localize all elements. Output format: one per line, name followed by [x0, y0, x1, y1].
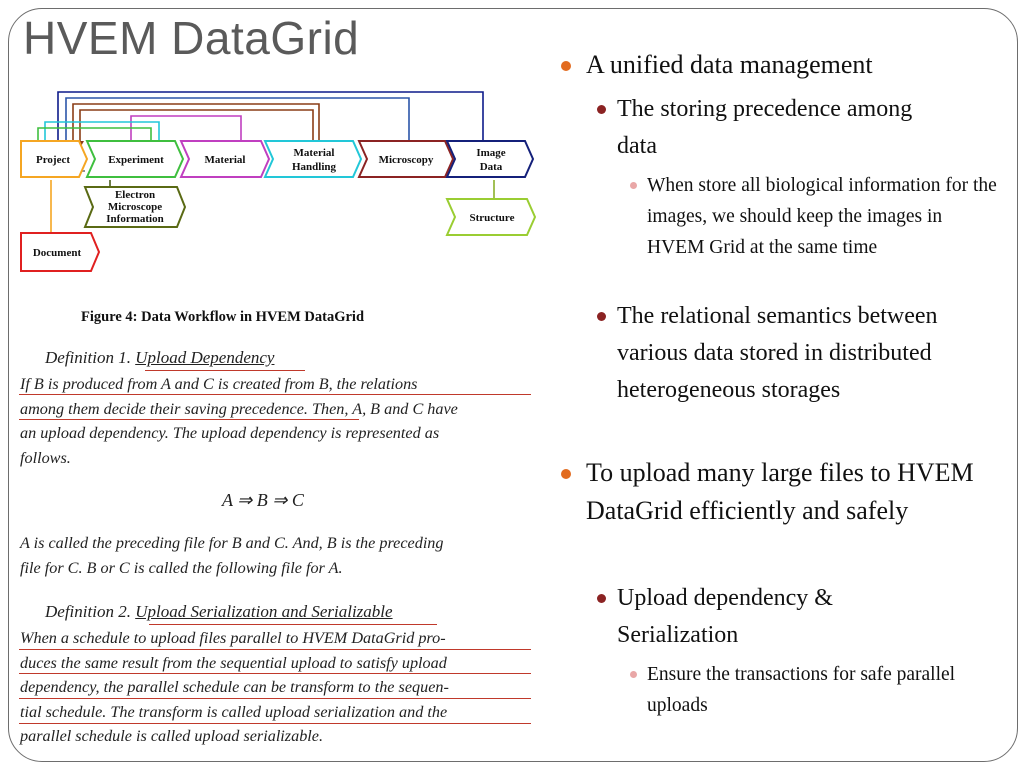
bullet-storing-precedence: The storing precedence among data: [597, 91, 937, 165]
node-experiment-label: Experiment: [108, 154, 164, 166]
bullet-dot: [630, 671, 637, 678]
definition-2-line: tial schedule. The transform is called u…: [20, 702, 448, 721]
definition-1-after-line: file for C. B or C is called the followi…: [20, 558, 343, 577]
definition-2-prefix: Definition 2.: [45, 602, 131, 621]
figure-caption: Figure 4: Data Workflow in HVEM DataGrid: [81, 309, 365, 325]
node-em-info-label-1: Electron: [115, 189, 155, 201]
workflow-diagram: Project Experiment Material Material Han…: [20, 91, 537, 272]
node-material-handling-label-1: Material: [294, 147, 335, 159]
node-microscopy: [357, 140, 455, 178]
node-em-info-label-2: Microscope: [108, 201, 162, 213]
definition-2-line: When a schedule to upload files parallel…: [20, 629, 446, 647]
slide-title: HVEM DataGrid: [23, 12, 360, 64]
node-microscopy-label: Microscopy: [379, 154, 434, 166]
node-structure: [445, 198, 537, 236]
definition-2-line: parallel schedule is called upload seria…: [20, 727, 324, 746]
node-image-data: [445, 140, 535, 178]
definition-2-name: Upload Serialization and Serializable: [135, 602, 393, 621]
bullet-biological-information: When store all biological information fo…: [630, 170, 997, 263]
bullet-upload-many-files: To upload many large files to HVEM DataG…: [561, 454, 996, 530]
connector-material-handling: [72, 103, 320, 147]
definition-1-line: among them decide their saving precedenc…: [20, 399, 458, 418]
bullet-safe-parallel-uploads: Ensure the transactions for safe paralle…: [630, 659, 987, 721]
slide: HVEM DataGrid: [8, 8, 1018, 762]
node-material-label: Material: [205, 154, 246, 166]
definition-1-after: A is called the preceding file for B and…: [20, 531, 531, 580]
connector-experiment: [44, 121, 160, 147]
definition-1-prefix: Definition 1.: [45, 348, 131, 367]
bullet-relational-semantics: The relational semantics between various…: [597, 298, 1002, 409]
node-image-data-label-1: Image: [476, 147, 505, 159]
connector-material: [130, 115, 242, 147]
bullet-dot: [597, 105, 606, 114]
connector-em-info: [37, 127, 152, 147]
definition-1-heading: Definition 1. Upload Dependency: [45, 348, 274, 368]
node-project-label: Project: [36, 154, 70, 166]
bullet-dot: [561, 469, 571, 479]
definition-1-body: If B is produced from A and C is created…: [20, 372, 531, 470]
bullet-dot: [630, 182, 637, 189]
connector-image-data: [57, 91, 484, 147]
bullet-dot: [561, 61, 571, 71]
upload-dependency-formula: A ⇒ B ⇒ C: [222, 490, 304, 510]
definition-1-name: Upload Dependency: [135, 348, 275, 367]
node-image-data-label-2: Data: [480, 161, 503, 173]
bullet-unified-data-management: A unified data management: [561, 46, 996, 84]
definition-2-body: When a schedule to upload files parallel…: [20, 626, 531, 749]
node-experiment: [85, 140, 185, 178]
node-material-handling-label-2: Handling: [292, 161, 337, 173]
node-material: [179, 140, 271, 178]
node-em-info-label-3: Information: [106, 213, 163, 225]
definition-1-line: an upload dependency. The upload depende…: [20, 424, 440, 443]
definition-2-line: dependency, the parallel schedule can be…: [20, 678, 449, 697]
bullet-upload-dependency: Upload dependency & Serialization: [597, 580, 937, 654]
definition-1-line: follows.: [20, 448, 71, 467]
definition-2-line: duces the same result from the sequentia…: [20, 653, 447, 672]
definition-2-heading: Definition 2. Upload Serialization and S…: [45, 602, 393, 622]
bullet-dot: [597, 594, 606, 603]
bullet-dot: [597, 312, 606, 321]
node-structure-label: Structure: [469, 212, 514, 224]
definition-1-after-line: A is called the preceding file for B and…: [20, 534, 444, 552]
node-material-handling: [263, 140, 363, 178]
node-em-information: [83, 186, 187, 228]
node-document: [20, 232, 101, 272]
node-document-label: Document: [33, 247, 82, 259]
definition-1-line: If B is produced from A and C is created…: [20, 375, 418, 393]
node-project: [20, 140, 89, 178]
